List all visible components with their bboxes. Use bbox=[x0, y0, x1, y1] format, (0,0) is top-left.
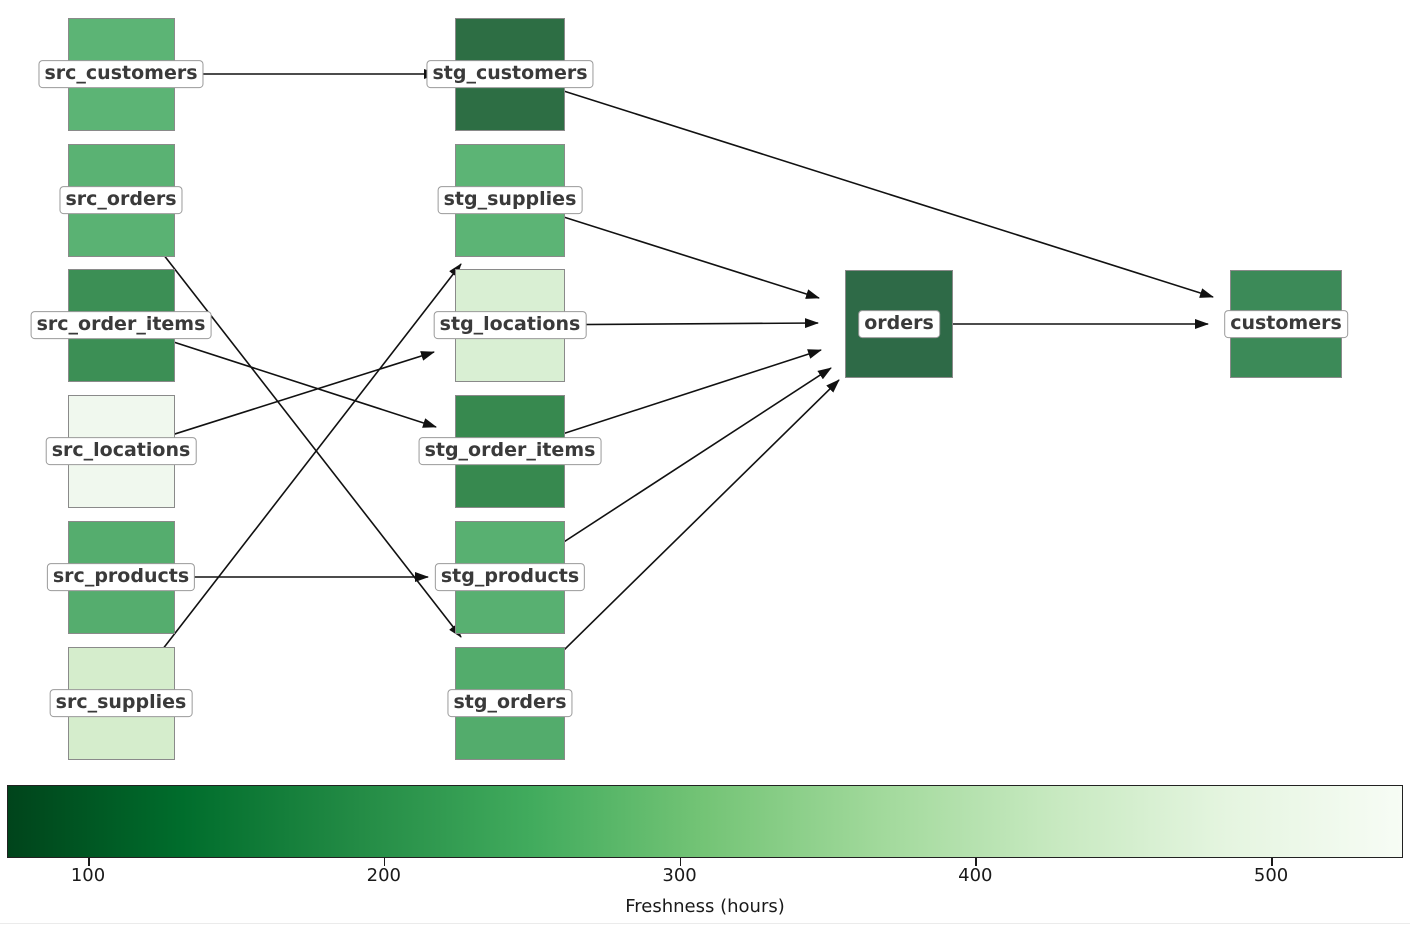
edge-stg_customers-to-customers bbox=[509, 73, 1214, 298]
node-label-src_products: src_products bbox=[46, 563, 196, 591]
figure-bottom-border bbox=[0, 923, 1410, 924]
node-label-src_customers: src_customers bbox=[38, 60, 204, 88]
node-label-src_locations: src_locations bbox=[45, 437, 197, 465]
node-label-customers: customers bbox=[1224, 310, 1348, 338]
node-label-stg_supplies: stg_supplies bbox=[437, 186, 583, 214]
colorbar-ticklabel-400: 400 bbox=[958, 865, 993, 886]
colorbar-gradient bbox=[7, 785, 1403, 858]
colorbar-ticklabel-500: 500 bbox=[1253, 865, 1289, 886]
colorbar-axis-label: Freshness (hours) bbox=[625, 896, 785, 917]
node-label-stg_order_items: stg_order_items bbox=[418, 437, 602, 465]
node-label-stg_orders: stg_orders bbox=[447, 689, 573, 717]
node-label-stg_customers: stg_customers bbox=[426, 60, 594, 88]
colorbar-tickmark-400 bbox=[975, 858, 977, 866]
node-label-stg_products: stg_products bbox=[434, 563, 586, 591]
edge-src_orders-to-stg_orders bbox=[120, 199, 462, 638]
colorbar-ticklabel-200: 200 bbox=[366, 865, 401, 886]
colorbar-tickmark-100 bbox=[88, 858, 90, 866]
node-label-src_supplies: src_supplies bbox=[49, 689, 193, 717]
colorbar-tickmark-500 bbox=[1271, 858, 1273, 866]
node-label-stg_locations: stg_locations bbox=[433, 311, 587, 339]
colorbar-tickmark-300 bbox=[679, 858, 682, 866]
node-label-src_order_items: src_order_items bbox=[30, 311, 212, 339]
node-label-src_orders: src_orders bbox=[59, 186, 183, 214]
edges-group bbox=[120, 69, 1214, 704]
colorbar-ticklabel-300: 300 bbox=[662, 865, 697, 886]
edge-src_supplies-to-stg_supplies bbox=[120, 263, 462, 704]
node-label-orders: orders bbox=[858, 310, 940, 338]
colorbar-tickmark-200 bbox=[383, 858, 386, 866]
colorbar-ticklabel-100: 100 bbox=[70, 865, 106, 886]
